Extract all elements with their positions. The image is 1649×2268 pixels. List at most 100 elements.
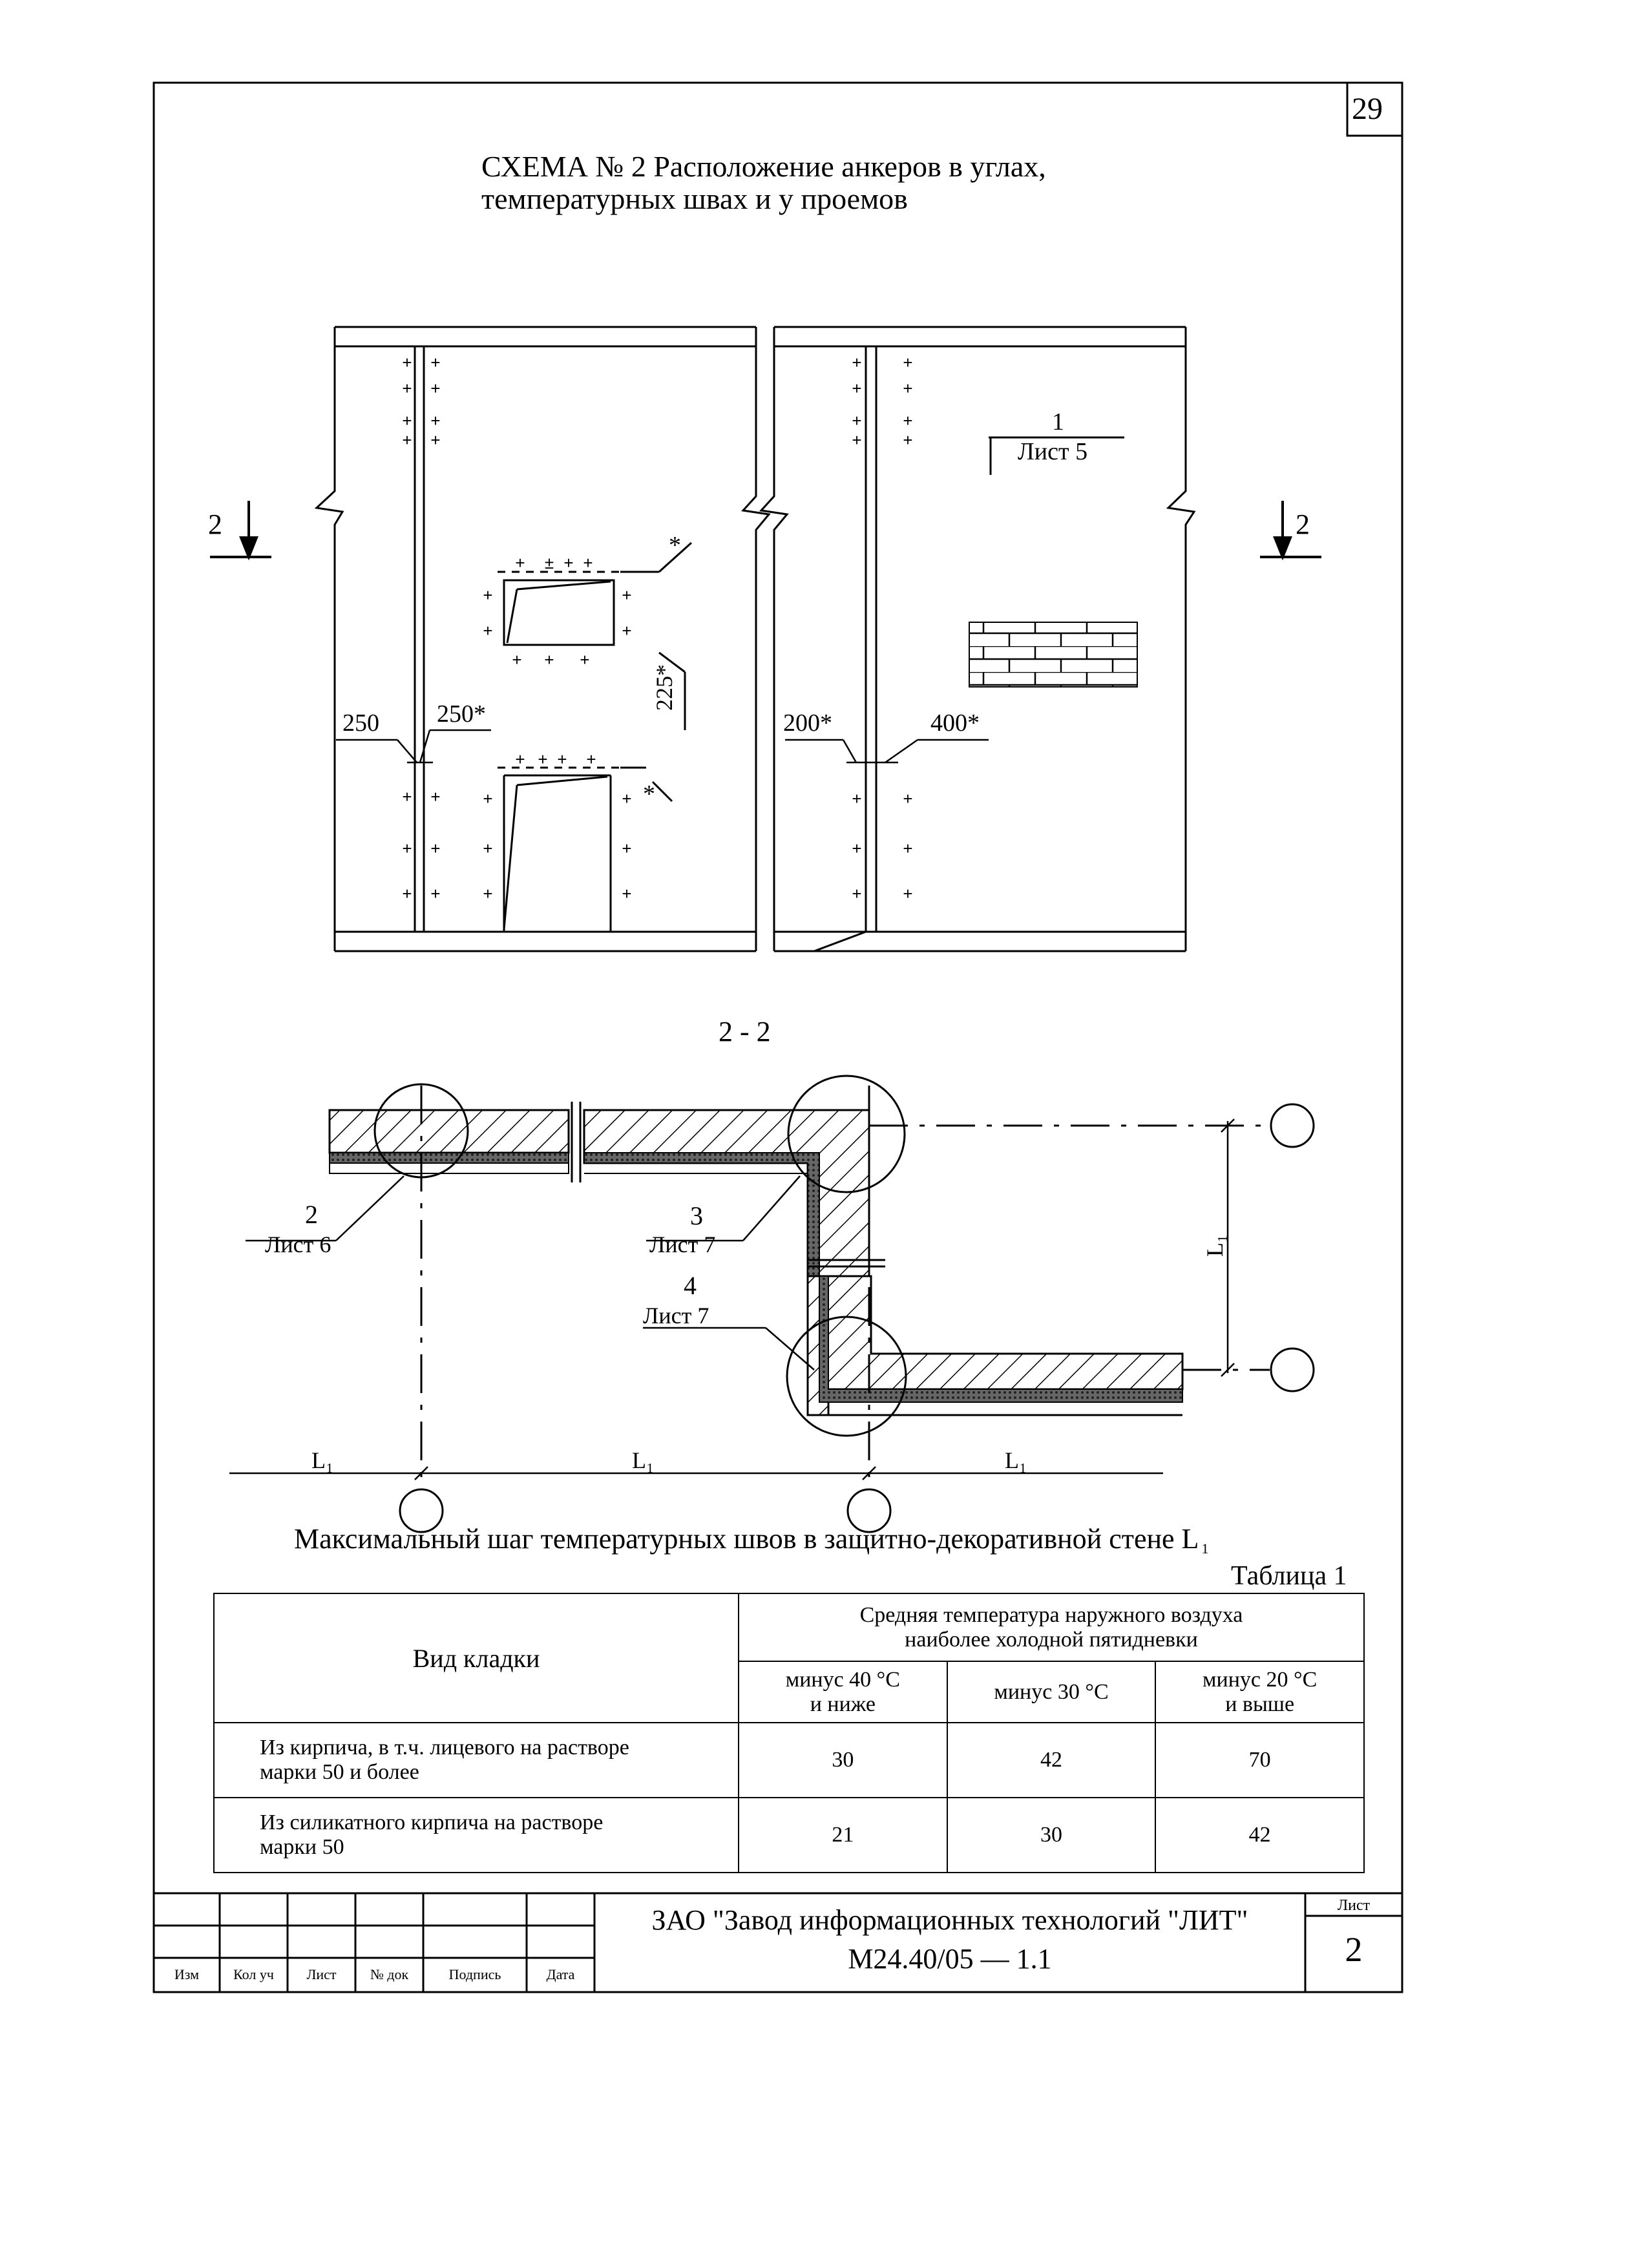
dim-leaders-left [336,729,491,764]
svg-text:+: + [430,430,440,450]
section-axes [420,1086,1270,1483]
svg-text:+: + [903,411,912,430]
svg-text:+: + [852,789,861,808]
cell-value: 30 [738,1722,948,1798]
stamp-sheet-label: Лист [1337,1897,1371,1914]
star-mark-window: * [669,532,681,559]
svg-text:+: + [622,789,631,808]
sheet-frame [152,81,1403,1993]
svg-text:+: + [622,839,631,858]
svg-text:+: + [852,430,861,450]
svg-text:+: + [903,353,912,372]
stamp-header-list: Лист [306,1966,337,1982]
svg-text:+: + [483,839,492,858]
svg-text:+: + [483,884,492,903]
dim-200-star: 200* [783,709,832,737]
window-opening [498,541,693,730]
dim-l1-vertical: L₁ [1202,1234,1228,1257]
anchor-marks-left: ++ ++ ++ ++ ++ ++ ++ ++ +++ ++ +++ +++ [402,353,631,903]
svg-text:+: + [580,650,589,669]
svg-text:+: + [852,353,861,372]
dim-l1-right: L₁ [1005,1447,1027,1473]
dim-400-star: 400* [930,709,980,737]
svg-text:+: + [402,787,412,806]
col-header-masonry: Вид кладки [213,1593,739,1723]
cell-value: 30 [946,1797,1157,1873]
callout-4-number: 4 [684,1271,697,1300]
svg-text:+: + [430,884,440,903]
table-caption: Максимальный шаг температурных швов в за… [294,1525,1208,1556]
dim-leaders-right [785,739,989,764]
svg-text:+: + [583,553,593,572]
dim-250: 250 [342,709,379,737]
svg-text:+: + [483,585,492,605]
cell-value: 42 [946,1722,1157,1798]
cell-value: 21 [738,1797,948,1873]
stamp-company: ЗАО "Завод информационных технологий "ЛИ… [651,1904,1248,1936]
svg-text:+: + [430,839,440,858]
svg-text:+: + [402,379,412,398]
svg-text:+: + [903,839,912,858]
svg-text:+: + [430,379,440,398]
svg-text:+: + [903,789,912,808]
svg-text:+: + [557,750,567,769]
dim-250-star: 250* [437,700,486,728]
callout-3-sheet: Лист 7 [649,1232,716,1257]
svg-text:+: + [430,411,440,430]
cell-value: 42 [1155,1797,1365,1873]
cell-value: 70 [1155,1722,1365,1798]
callout-2-sheet: Лист 6 [265,1232,331,1257]
stamp-header-izm: Изм [174,1966,200,1982]
svg-text:+: + [512,650,521,669]
section-arrow-right [1260,501,1321,561]
dim-225-star: 225* [651,664,677,711]
svg-text:+: + [852,884,861,903]
brick-texture [969,622,1138,688]
table-caption-subscript: 1 [1201,1540,1209,1557]
section-mark-right: 2 [1296,509,1310,540]
stamp-doc-code: М24.40/05 — 1.1 [848,1943,1052,1975]
svg-text:+: + [852,411,861,430]
star-mark-door: * [643,781,655,808]
callout-3-number: 3 [690,1201,703,1230]
section-title: 2 - 2 [719,1016,771,1047]
svg-text:+: + [544,650,554,669]
callout-2-number: 2 [305,1200,318,1229]
svg-text:+: + [903,379,912,398]
stamp-sheet-number: 2 [1345,1930,1363,1969]
callout-4-sheet: Лист 7 [643,1303,709,1328]
svg-text:+: + [622,585,631,605]
svg-text:+: + [903,430,912,450]
col-group-header: Средняя температура наружного воздуха на… [738,1593,1365,1662]
svg-text:+: + [402,353,412,372]
svg-text:+: + [586,750,596,769]
svg-text:+: + [402,839,412,858]
svg-text:+: + [483,621,492,640]
door-top-anchors: ++++ [515,750,596,769]
callout-sheet5-sheet: Лист 5 [1018,438,1088,465]
table-caption-text: Максимальный шаг температурных швов в за… [294,1523,1199,1555]
svg-text:+: + [622,621,631,640]
page-title-line2: температурных швах и у проемов [481,182,908,215]
stamp-header-doc: № док [370,1966,409,1982]
svg-text:+: + [483,789,492,808]
stamp-grid [154,1892,1402,1992]
stamp-header-kol: Кол уч [233,1966,274,1982]
section-2-2-wall [328,1102,1184,1416]
dimension-lines [229,1118,1235,1480]
callout-sheet5-lines [989,436,1124,475]
stamp-header-date: Дата [546,1966,575,1982]
dim-l1-middle: L₁ [632,1447,655,1473]
elevation-left-panel [314,326,771,952]
section-detail-circles [373,1075,907,1437]
svg-text:+: + [402,411,412,430]
svg-text:+: + [402,430,412,450]
section-callout-leaders [246,1175,815,1370]
svg-text:+: + [563,553,573,572]
